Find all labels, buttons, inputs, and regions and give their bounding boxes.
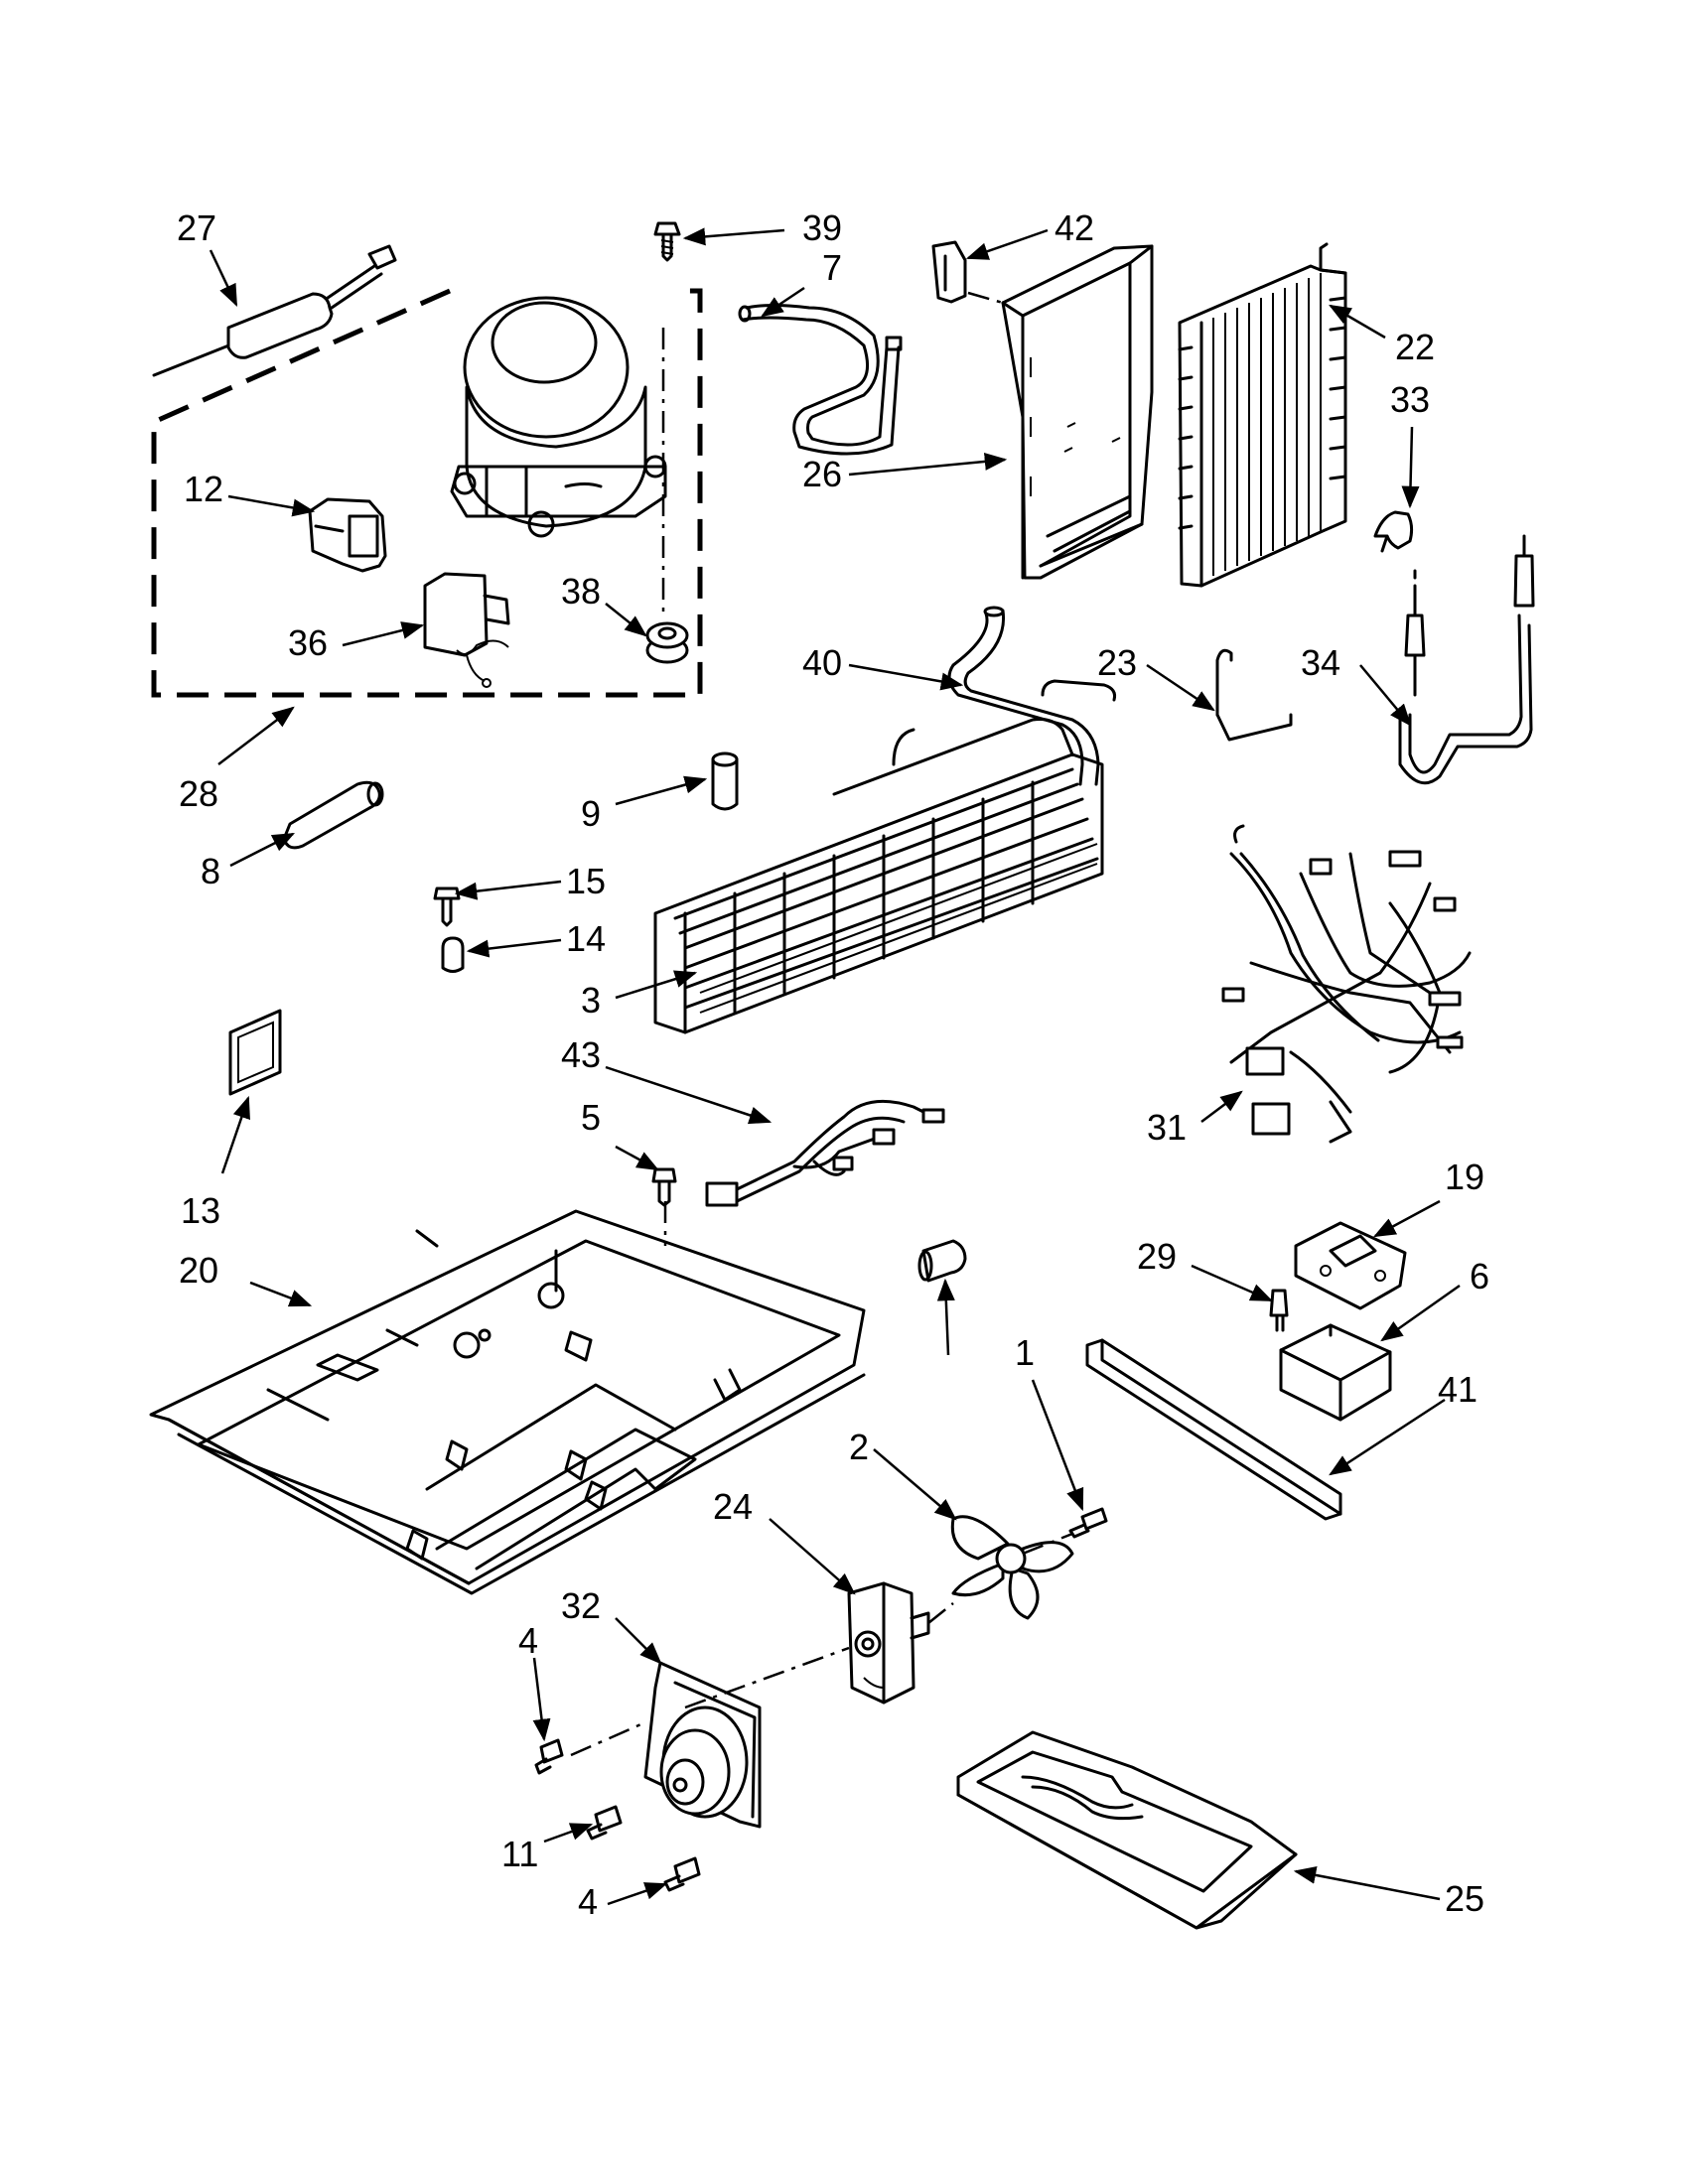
callout-13: 13 <box>181 1190 220 1231</box>
callout-25: 25 <box>1445 1878 1484 1919</box>
callout-7: 7 <box>822 247 842 288</box>
callout-39: 38 <box>561 571 601 612</box>
callout-27: 27 <box>177 207 216 248</box>
part-2-fan-blade <box>950 1515 1074 1620</box>
callout-29: 29 <box>1137 1236 1177 1277</box>
callout-20: 20 <box>179 1250 218 1291</box>
callout-4-upper: 4 <box>518 1620 538 1661</box>
part-9-spacer <box>711 751 739 811</box>
part-15-screw <box>433 887 461 927</box>
part-33-heat-exchanger <box>1398 534 1535 785</box>
callout-23: 23 <box>1097 642 1137 683</box>
part-37-screw <box>653 221 681 262</box>
part-41-clip <box>931 240 967 304</box>
callout-4-lower: 4 <box>578 1881 598 1922</box>
part-12-overload <box>308 497 387 573</box>
part-36-start-relay <box>423 572 510 688</box>
callout-labels: 27 39 7 42 22 33 26 12 38 36 40 23 34 28… <box>177 207 1489 1922</box>
callout-31: 31 <box>1147 1107 1187 1148</box>
callout-1: 1 <box>1015 1332 1035 1373</box>
callout-40: 41 <box>1438 1369 1477 1410</box>
part-39-grommet <box>645 621 689 664</box>
callout-11: 11 <box>501 1834 538 1874</box>
part-32-fan-shroud <box>643 1661 762 1829</box>
part-4-screw-upper <box>534 1738 564 1775</box>
part-22-evaporator <box>1178 242 1347 588</box>
part-43-plug <box>917 1239 967 1283</box>
part-6-control-box <box>1279 1323 1392 1422</box>
part-1-screw <box>1068 1507 1108 1539</box>
part-34-clip <box>1373 510 1414 553</box>
callout-34: 33 <box>1390 379 1430 420</box>
part-5-screw <box>651 1167 677 1207</box>
callout-24: 24 <box>713 1486 753 1527</box>
callout-42: 43 <box>561 1034 601 1075</box>
callout-32: 32 <box>561 1585 601 1626</box>
part-26-evaporator-cover <box>1001 244 1154 580</box>
callout-22: 22 <box>1395 327 1435 367</box>
callout-33: 34 <box>1301 642 1340 683</box>
part-42-wire-harness <box>705 1099 945 1207</box>
callout-14: 14 <box>566 918 606 959</box>
callout-12: 12 <box>184 469 223 509</box>
part-7-tube <box>738 304 903 456</box>
part-8-tube <box>282 780 384 850</box>
part-40-strip <box>1085 1338 1342 1521</box>
part-25-drain-pan <box>956 1730 1298 1930</box>
part-4-screw-lower <box>663 1856 701 1892</box>
callout-3: 3 <box>581 980 601 1021</box>
callout-37: 39 <box>802 207 842 248</box>
callout-36: 36 <box>288 622 328 663</box>
part-24-fan-motor <box>847 1581 930 1705</box>
part-11-screw <box>586 1805 623 1841</box>
callout-5: 5 <box>581 1097 601 1138</box>
part-29-connector <box>1269 1289 1289 1332</box>
part-13-pad <box>228 1009 282 1096</box>
callout-8: 8 <box>201 851 220 891</box>
part-14-clip <box>441 936 465 973</box>
part-20-base-pan <box>149 1209 866 1595</box>
callout-28: 28 <box>179 773 218 814</box>
part-23-bracket <box>1215 648 1293 742</box>
part-31-wire-harness <box>1221 824 1472 1144</box>
callout-15: 15 <box>566 861 606 901</box>
part-27-filter-drier <box>152 244 397 377</box>
callout-41: 42 <box>1055 207 1094 248</box>
callout-9: 9 <box>581 793 601 834</box>
callout-2: 2 <box>849 1427 869 1467</box>
callout-19: 19 <box>1445 1157 1484 1197</box>
callout-38: 40 <box>802 642 842 683</box>
fan-assembly-centerline <box>570 291 1073 1757</box>
leader-lines <box>209 227 1461 1906</box>
part-38-drain-hose <box>947 606 1116 786</box>
callout-26: 26 <box>802 454 842 494</box>
part-19-control-board <box>1294 1221 1407 1310</box>
callout-6: 6 <box>1470 1256 1489 1297</box>
part-28-compressor-assembly <box>151 288 703 698</box>
